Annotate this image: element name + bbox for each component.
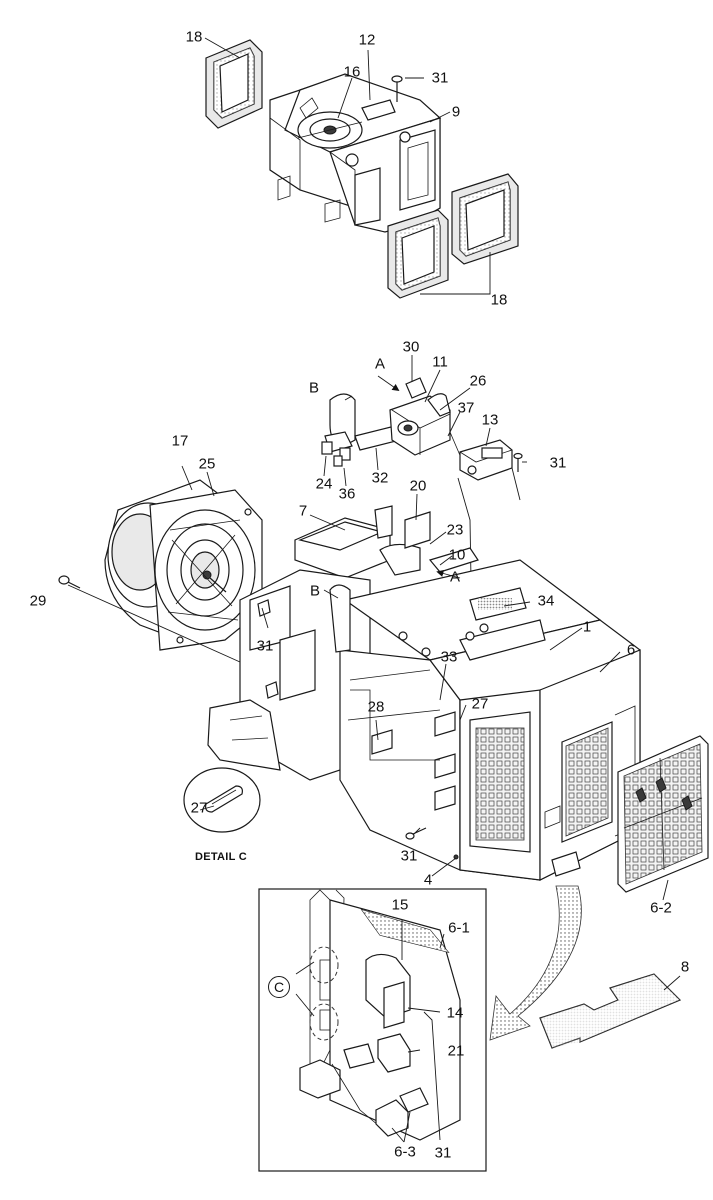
- flow-arrow: [489, 885, 582, 1041]
- callout-24: 24: [315, 475, 333, 493]
- callout-a: A: [374, 355, 386, 373]
- callout-34: 34: [537, 592, 555, 610]
- callout-b: B: [309, 582, 321, 600]
- screw-31-lower: [405, 827, 427, 840]
- callout-29: 29: [29, 592, 47, 610]
- callout-10: 10: [448, 546, 466, 564]
- detail-c-clip: [183, 767, 261, 833]
- callout-31: 31: [400, 847, 418, 865]
- plate-8: [539, 973, 682, 1049]
- screw-29: [58, 575, 81, 589]
- gasket-18-right-pair: [387, 173, 519, 299]
- callout-4: 4: [423, 871, 433, 889]
- detail-box: [258, 888, 487, 1172]
- callout-6-1: 6-1: [448, 919, 470, 937]
- callout-27: 27: [471, 695, 489, 713]
- callout-31: 31: [549, 454, 567, 472]
- water-valve-assembly: [321, 377, 523, 481]
- callout-26: 26: [469, 372, 487, 390]
- callout-18: 18: [490, 291, 508, 309]
- callout-11: 11: [432, 353, 448, 371]
- callout-27: 27: [190, 799, 208, 817]
- blower-housing-9: [269, 73, 442, 233]
- callout-17: 17: [171, 432, 189, 450]
- callout-6-3: 6-3: [394, 1143, 416, 1161]
- callout-20: 20: [409, 477, 427, 495]
- callout-6: 6: [626, 641, 636, 659]
- gasket-18-top-left: [205, 39, 263, 129]
- callout-30: 30: [402, 338, 420, 356]
- callout-31: 31: [434, 1144, 452, 1162]
- callout-6-2: 6-2: [650, 899, 672, 917]
- callout-25: 25: [198, 455, 216, 473]
- screw-31-top: [391, 75, 403, 102]
- callout-a: A: [449, 568, 461, 586]
- callout-28: 28: [367, 698, 385, 716]
- callout-1: 1: [582, 618, 592, 636]
- callout-12: 12: [358, 31, 376, 49]
- callout-21: 21: [447, 1042, 465, 1060]
- callout-15: 15: [391, 896, 409, 914]
- callout-14: 14: [446, 1004, 464, 1022]
- callout-23: 23: [446, 521, 464, 539]
- callout-8: 8: [680, 958, 690, 976]
- detail-c-label: DETAIL C: [194, 851, 248, 863]
- callout-37: 37: [457, 399, 475, 417]
- callout-31: 31: [431, 69, 449, 87]
- callout-9: 9: [451, 103, 461, 121]
- callout-31: 31: [256, 637, 274, 655]
- callout-32: 32: [371, 469, 389, 487]
- callout-13: 13: [481, 411, 499, 429]
- callout-b: B: [308, 379, 320, 397]
- callout-36: 36: [338, 485, 356, 503]
- callout-16: 16: [343, 63, 361, 81]
- filter-6-2: [617, 735, 709, 893]
- callout-18: 18: [185, 28, 203, 46]
- hvac-main-unit: [207, 505, 641, 881]
- callout-7: 7: [298, 502, 308, 520]
- blower-motor-17: [104, 479, 263, 651]
- callout-33: 33: [440, 648, 458, 666]
- detail-c-marker: C: [268, 976, 290, 998]
